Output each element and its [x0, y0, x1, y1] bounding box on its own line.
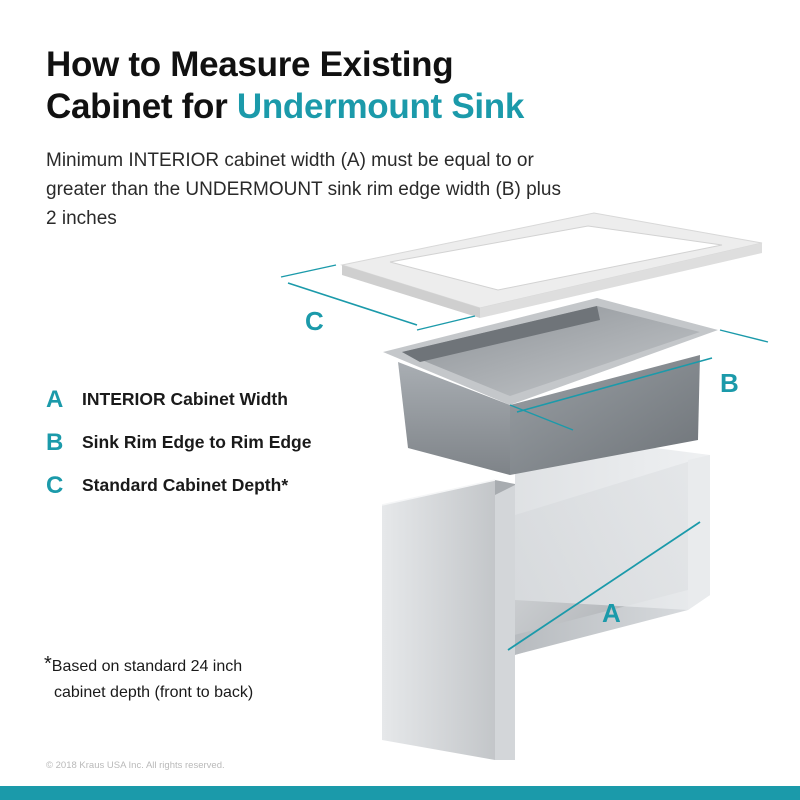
dimension-c: C	[280, 264, 476, 336]
legend-letter: C	[46, 471, 64, 499]
legend-item-a: A INTERIOR Cabinet Width	[46, 378, 386, 421]
dimension-b-line	[516, 357, 713, 413]
legend-text: Sink Rim Edge to Rim Edge	[82, 432, 312, 452]
dimension-b: B	[509, 329, 769, 431]
sink-basin-interior	[402, 306, 700, 396]
cabinet	[381, 430, 710, 760]
cabinet-edge-line	[381, 479, 496, 506]
undermount-sink	[383, 298, 718, 475]
dimension-b-line-near	[509, 404, 574, 431]
dimension-c-tick-end	[416, 315, 476, 331]
cabinet-right-side	[515, 430, 710, 610]
legend-text: INTERIOR Cabinet Width	[82, 389, 288, 409]
countertop-cutout	[389, 225, 723, 291]
dimension-a: A	[507, 521, 701, 651]
legend-letter: B	[46, 428, 64, 456]
dimension-c-tick-start	[280, 264, 337, 278]
dimension-c-label: C	[305, 306, 324, 336]
title-line-1: How to Measure Existing	[46, 45, 454, 84]
countertop-front-edge	[342, 265, 480, 318]
cabinet-right-edge	[688, 455, 710, 610]
dimension-a-label: A	[602, 598, 621, 628]
dimension-b-label: B	[720, 368, 739, 398]
sink-basin-back	[402, 306, 600, 362]
footnote: *Based on standard 24 inch cabinet depth…	[44, 654, 344, 706]
legend-letter: A	[46, 385, 64, 413]
copyright-notice: © 2018 Kraus USA Inc. All rights reserve…	[46, 760, 225, 771]
cabinet-left-side	[382, 480, 495, 760]
footnote-line-1: Based on standard 24 inch	[51, 658, 243, 675]
title-line-2-accent: Undermount Sink	[236, 87, 525, 126]
countertop-frame	[340, 212, 763, 318]
title-line-2-prefix: Cabinet for	[46, 87, 237, 126]
cabinet-floor	[495, 590, 688, 660]
page-title: How to Measure Existing Cabinet for Unde…	[46, 44, 524, 128]
bottom-accent-bar	[0, 786, 800, 800]
subtitle: Minimum INTERIOR cabinet width (A) must …	[46, 150, 561, 229]
cabinet-front-side	[495, 485, 515, 760]
sink-right-wall	[510, 355, 700, 475]
legend-item-b: B Sink Rim Edge to Rim Edge	[46, 421, 386, 464]
dimension-c-line	[287, 282, 418, 326]
dimension-a-line	[507, 521, 701, 651]
countertop-right-edge	[480, 243, 762, 318]
footnote-line-2: cabinet depth (front to back)	[54, 684, 254, 701]
dimension-b-line-far	[719, 329, 769, 343]
footnote-asterisk: *	[44, 653, 52, 675]
legend: A INTERIOR Cabinet Width B Sink Rim Edge…	[46, 378, 386, 507]
sink-front-wall	[398, 362, 510, 475]
legend-item-c: C Standard Cabinet Depth*	[46, 464, 386, 507]
legend-text: Standard Cabinet Depth*	[82, 475, 289, 495]
